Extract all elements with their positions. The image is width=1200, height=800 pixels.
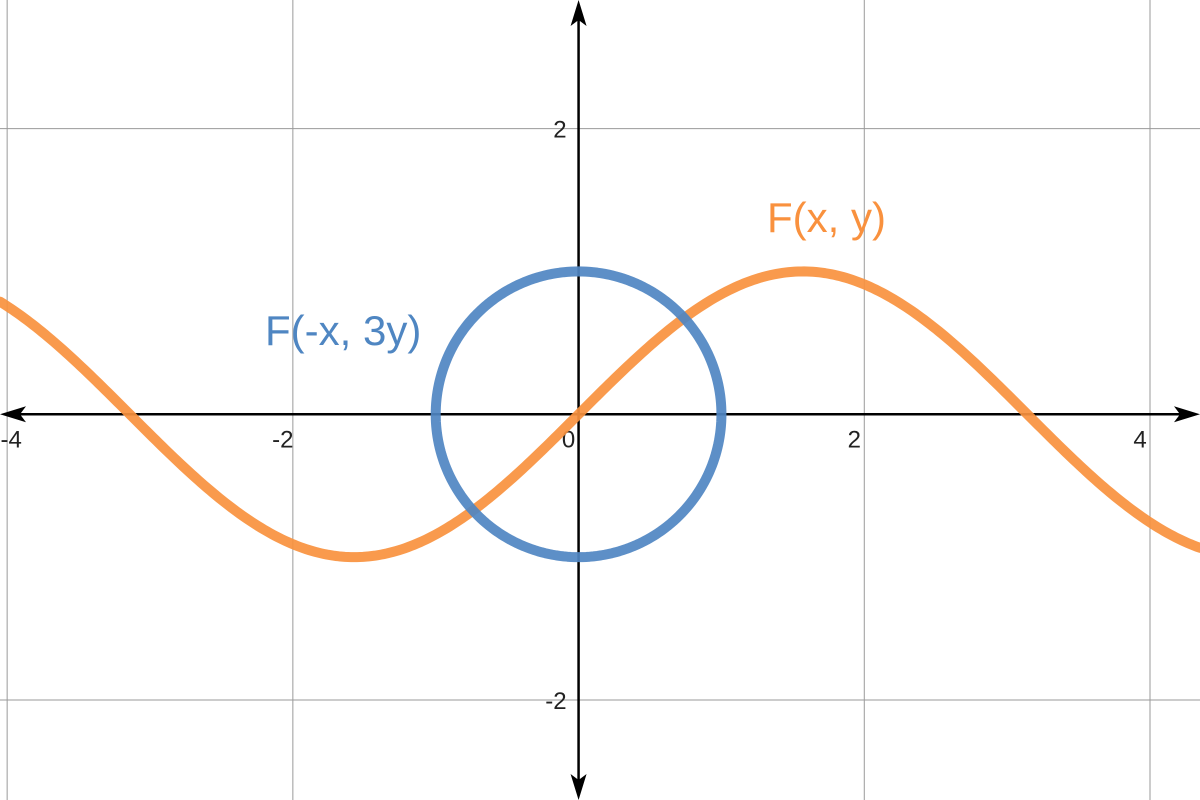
curve-labels: F(x, y) F(-x, 3y) <box>265 194 886 354</box>
x-tick-label: -4 <box>0 426 21 453</box>
series-line-circle <box>430 266 727 563</box>
x-axis-arrow-left <box>0 406 26 423</box>
x-axis-arrow-right <box>1174 406 1200 423</box>
x-tick-label: 2 <box>848 426 861 453</box>
x-tick-label: 4 <box>1133 426 1146 453</box>
y-axis-arrow-down <box>570 774 587 800</box>
series-group <box>0 266 1200 563</box>
x-tick-label: -2 <box>272 426 293 453</box>
y-axis-arrow-up <box>570 0 587 26</box>
y-tick-label: 2 <box>553 117 566 144</box>
series-label-circle: F(-x, 3y) <box>265 307 421 354</box>
series-label-sine: F(x, y) <box>767 194 886 241</box>
series-line-sine <box>0 266 1200 563</box>
y-tick-label: -2 <box>545 688 566 715</box>
